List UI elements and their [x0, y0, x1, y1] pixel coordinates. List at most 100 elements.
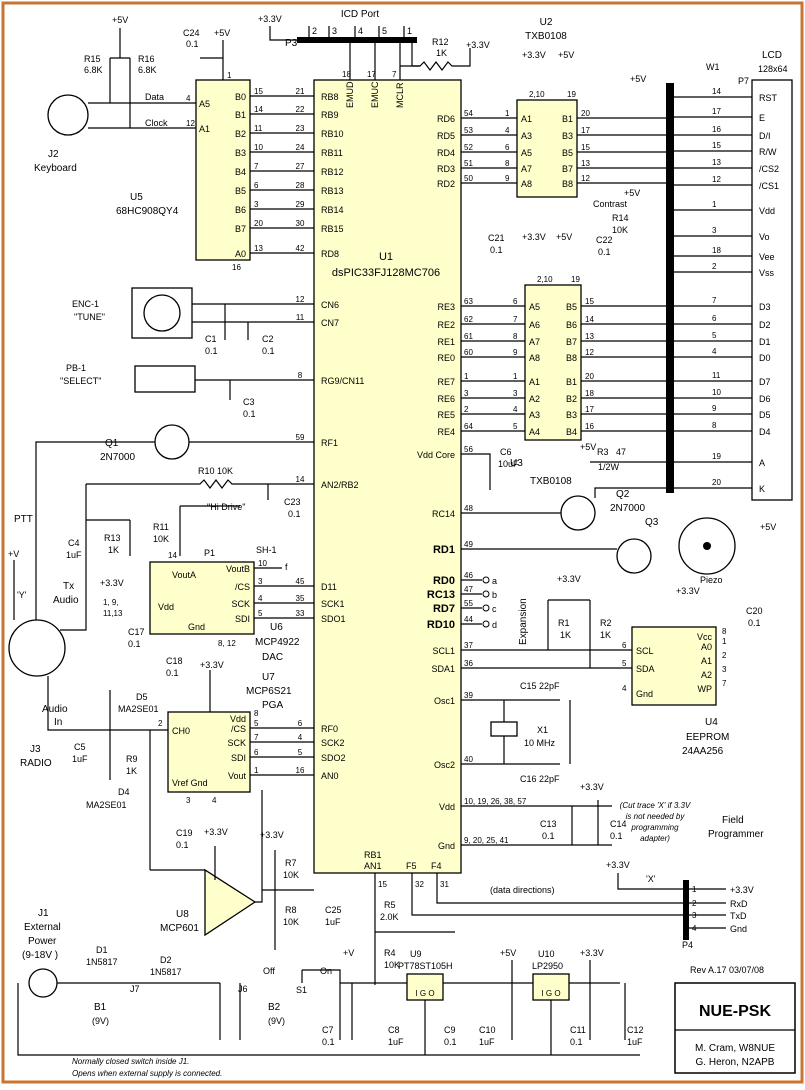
c6-ref: C6: [500, 447, 512, 457]
d2-part: 1N5817: [150, 967, 182, 977]
radio-connector: [8, 619, 66, 677]
tx-audio: Audio: [53, 595, 79, 606]
lcd-pin-number: 6: [712, 314, 717, 323]
shifter-pin-name: A4: [529, 427, 540, 437]
c4-ref: C4: [68, 538, 80, 548]
u6-pin-name: Vdd: [158, 602, 174, 612]
c18-ref: C18: [166, 656, 183, 666]
kb-vcc: +5V: [112, 15, 128, 25]
lcd-pin-number: 9: [712, 404, 717, 413]
author-1: M. Cram, W8NUE: [695, 1043, 775, 1054]
u4-pin-number: 3: [722, 665, 727, 674]
r7-ref: R7: [285, 858, 297, 868]
r8-val: 10K: [283, 917, 299, 927]
lcd-pin-number: 15: [712, 141, 721, 150]
u4-pin-number: 7: [722, 679, 727, 688]
d5-ref: D5: [136, 692, 148, 702]
b2-val: (9V): [268, 1016, 285, 1026]
d2-ref: D2: [160, 955, 172, 965]
u5-pins: A54A112B015B114B211B310B47B56B63B720A013…: [186, 71, 263, 272]
icd-pin-number: 1: [407, 26, 412, 36]
j1-connector: [28, 968, 58, 998]
u1-pin-number: 64: [464, 422, 473, 431]
c4-val: 1uF: [66, 550, 82, 560]
u1-pin-number: 48: [464, 504, 473, 513]
s1-ref: S1: [296, 985, 307, 995]
u1-pin-number: 50: [464, 174, 473, 183]
author-2: G. Heron, N2APB: [696, 1057, 775, 1068]
u1-pin-name: RB11: [321, 148, 343, 158]
u1-pin-name: RB15: [321, 224, 344, 234]
audioin-label: Audio: [42, 704, 68, 715]
u5-pin-number: 7: [254, 162, 259, 171]
r3-val: 47: [616, 447, 626, 457]
u3-pins: A56A67A78A89A11A23A34A45B515B614B713B812…: [513, 275, 666, 437]
lcd-pin-number: 7: [712, 296, 717, 305]
u1-pin-number: 23: [296, 124, 305, 133]
u1-top-pin-number: 18: [342, 70, 351, 79]
shifter-pin-name: B5: [566, 302, 577, 312]
u1-pin-name: Gnd: [438, 841, 455, 851]
s1-on: On: [320, 966, 332, 976]
lcd-vcc: +5V: [630, 74, 646, 84]
u6-pin-number: 10: [258, 559, 267, 568]
u1-pin-name: RE7: [437, 377, 455, 387]
u1-pin-number: 62: [464, 315, 473, 324]
u6-body: [149, 561, 255, 635]
u1-ref: U1: [379, 251, 393, 263]
shifter-pin-number: 13: [581, 159, 590, 168]
j2-connector: [47, 94, 89, 136]
r12-ref: R12: [432, 37, 449, 47]
j1-power: Power: [28, 936, 57, 947]
u1-bottom-pin-number: 15: [378, 880, 387, 889]
p4-pin-name: RxD: [730, 899, 748, 909]
q3-symbol: [616, 538, 652, 574]
u1-pin-number: 16: [296, 766, 305, 775]
d5-part: MA2SE01: [118, 704, 159, 714]
u1-pin-number: 6: [298, 719, 303, 728]
c16-label: C16 22pF: [520, 774, 560, 784]
c14-val: 0.1: [610, 831, 623, 841]
shifter-pin-name: A2: [529, 394, 540, 404]
c2-val: 0.1: [262, 346, 275, 356]
lcd-pin-name: /CS1: [759, 181, 779, 191]
u7-pin-number: 4: [212, 796, 217, 805]
q2-part: 2N7000: [610, 503, 645, 514]
cut-note-line: adapter): [640, 834, 670, 843]
c9-ref: C9: [444, 1025, 456, 1035]
lcd-pin-name: D4: [759, 427, 771, 437]
shifter-pin-name: B3: [562, 131, 573, 141]
lcd-title: LCD: [762, 50, 782, 61]
u5-pin-number: 4: [186, 94, 191, 103]
shifter-pin-number: 13: [585, 332, 594, 341]
vplus-label: +V: [8, 549, 19, 559]
u1-pin-number: 9, 20, 25, 41: [464, 836, 509, 845]
shifter-pin-number: 4: [505, 126, 510, 135]
c11-ref: C11: [570, 1025, 586, 1035]
u1-pin-name: RB12: [321, 167, 344, 177]
u5-pin-name: A0: [235, 249, 246, 259]
lcd-pin-number: 8: [712, 421, 717, 430]
u5-pin-name: B6: [235, 205, 246, 215]
u7-pin-number: 6: [254, 748, 259, 757]
shifter-pin-number: 5: [513, 422, 518, 431]
u1-pin-name: RE6: [437, 394, 455, 404]
shifter-pin-number: 2,10: [529, 90, 545, 99]
expansion-pad: [482, 590, 490, 598]
u1-pin-name: RC14: [432, 509, 455, 519]
lcd-pin-name: /CS2: [759, 164, 779, 174]
b2-ref: B2: [268, 1002, 281, 1013]
c1-val: 0.1: [205, 346, 218, 356]
shifter-pin-name: B7: [566, 337, 577, 347]
lcd-pin-name: D1: [759, 337, 771, 347]
c18-val: 0.1: [166, 668, 179, 678]
u1-pin-number: 1: [464, 372, 469, 381]
expansion-pin-label: a: [492, 576, 497, 586]
u1-pin-number: 3: [464, 389, 469, 398]
u1-pin-name: RG9/CN11: [321, 376, 364, 386]
shifter-pin-number: 19: [571, 275, 580, 284]
u7-pga: PGA: [262, 700, 283, 711]
lcd-pin-number: 2: [712, 262, 717, 271]
c7-ref: C7: [322, 1025, 334, 1035]
